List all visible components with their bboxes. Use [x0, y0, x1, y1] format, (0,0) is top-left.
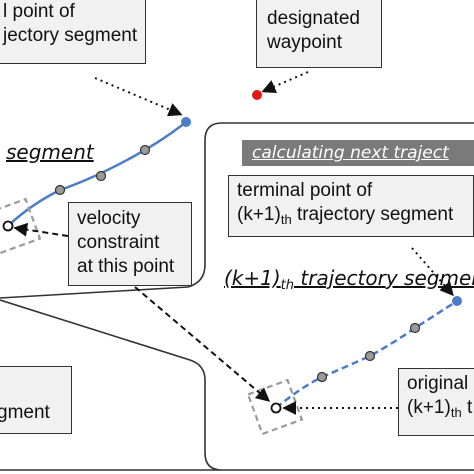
terminal-label-line2: (k+1)th trajectory segment: [237, 204, 454, 227]
bottom-left-label-box: gment: [0, 366, 72, 434]
velocity-constraint-box-left: [0, 197, 42, 255]
arrow-to-kth-terminal: [94, 77, 183, 117]
original-label-line1: original: [407, 373, 469, 394]
designated-label-line1: designated: [267, 8, 360, 29]
waypoint: [409, 322, 421, 334]
kth-segment-label: segment: [6, 140, 94, 164]
calculating-banner: calculating next traject: [242, 140, 474, 166]
velocity-constraint-box-bottom: [246, 378, 304, 436]
waypoint: [316, 371, 328, 383]
velocity-label-line2: constraint: [77, 232, 160, 253]
kth-terminal-point: [181, 117, 191, 127]
waypoint: [54, 184, 66, 196]
k1-start-point: [270, 402, 282, 414]
kth-terminal-label-line2: jectory segment: [3, 25, 138, 46]
arrow-velocity-to-bottom-point: [134, 286, 271, 402]
original-label-box: original (k+1)th t: [398, 368, 474, 436]
waypoint: [139, 144, 151, 156]
terminal-label-line1: terminal point of: [237, 180, 373, 201]
next-calculation-region: [0, 122, 474, 299]
designated-waypoint-label-box: designated waypoint: [256, 0, 382, 68]
velocity-label-line3: at this point: [77, 256, 175, 277]
kth-start-point: [2, 220, 14, 232]
bottom-left-label: gment: [0, 402, 50, 423]
designated-waypoint-dot: [252, 90, 262, 100]
k1-terminal-label-box: terminal point of (k+1)th trajectory seg…: [228, 175, 474, 237]
next-calculation-region-bottom: [0, 299, 474, 471]
waypoint: [364, 350, 376, 362]
arrow-to-designated-waypoint: [261, 71, 309, 93]
k1-trajectory-line: [275, 299, 458, 409]
velocity-label-line1: velocity: [77, 208, 141, 229]
kth-terminal-label-line1: l point of: [3, 1, 75, 22]
designated-label-line2: waypoint: [267, 32, 342, 53]
original-label-line2: (k+1)th t: [407, 397, 473, 420]
kth-terminal-label-box: l point of jectory segment: [0, 0, 146, 64]
arrow-to-k1-terminal: [411, 247, 454, 297]
waypoint: [95, 170, 107, 182]
k1-segment-label: (k+1)th trajectory segment: [224, 266, 474, 293]
arrow-velocity-to-left-point: [13, 222, 69, 237]
k1-terminal-point: [452, 296, 462, 306]
velocity-constraint-label-box: velocity constraint at this point: [68, 202, 192, 286]
